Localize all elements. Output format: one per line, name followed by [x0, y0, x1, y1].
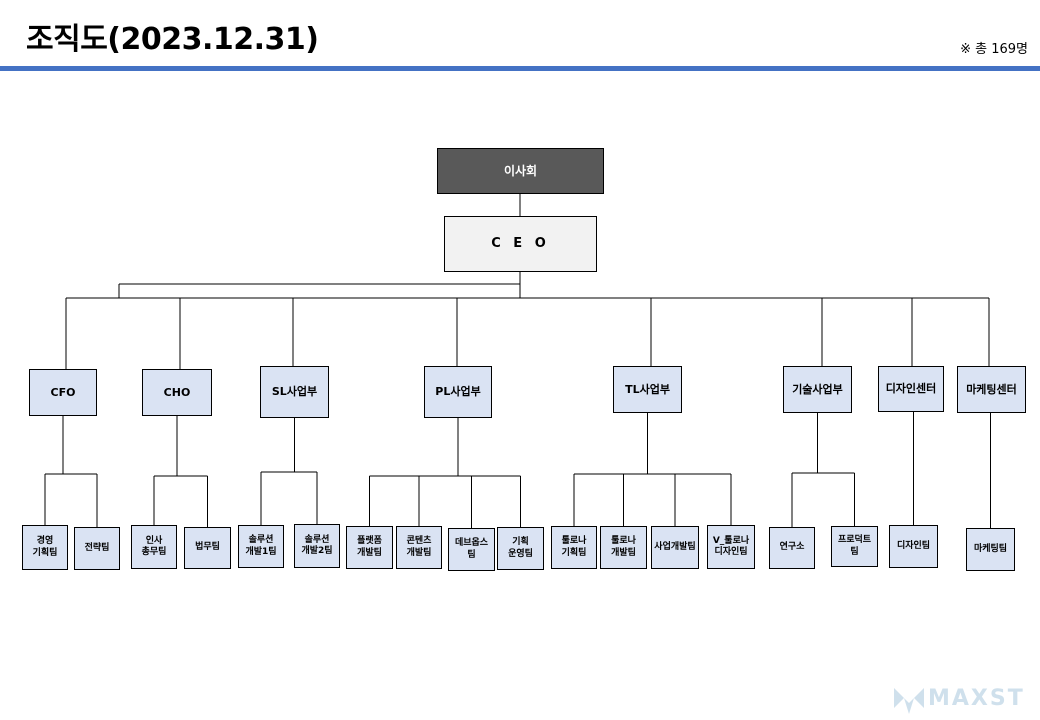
- logo-text: MAXST: [928, 686, 1025, 711]
- team-box: 기획 운영팀: [497, 527, 544, 570]
- division-box: SL사업부: [260, 366, 329, 418]
- ceo-box: C E O: [444, 216, 597, 272]
- maxst-logo-icon: [894, 688, 924, 714]
- team-box: 솔루션 개발1팀: [238, 525, 284, 568]
- header-rule: [0, 66, 1040, 71]
- division-box: 기술사업부: [783, 366, 852, 413]
- team-box: 마케팅팀: [966, 528, 1015, 571]
- division-box: PL사업부: [424, 366, 492, 418]
- team-box: 경영 기획팀: [22, 525, 68, 570]
- team-box: 법무팀: [184, 527, 231, 569]
- team-box: 사업개발팀: [651, 526, 699, 569]
- headcount-note: ※ 총 169명: [960, 42, 1028, 57]
- team-box: 툴로나 개발팀: [600, 526, 647, 569]
- board-box: 이사회: [437, 148, 604, 194]
- team-box: 연구소: [769, 527, 815, 569]
- team-box: 솔루션 개발2팀: [294, 524, 340, 568]
- team-box: 프로덕트 팀: [831, 526, 878, 567]
- team-box: V_툴로나 디자인팀: [707, 525, 755, 569]
- team-box: 전략팀: [74, 527, 120, 570]
- division-box: 디자인센터: [878, 366, 944, 412]
- team-box: 데브옵스 팀: [448, 528, 495, 571]
- team-box: 플랫폼 개발팀: [346, 526, 393, 569]
- team-box: 인사 총무팀: [131, 525, 177, 569]
- page-title: 조직도(2023.12.31): [26, 22, 319, 57]
- division-box: CFO: [29, 369, 97, 416]
- team-box: 툴로나 기획팀: [551, 526, 597, 569]
- team-box: 디자인팀: [889, 525, 938, 568]
- team-box: 콘텐츠 개발팀: [396, 526, 442, 569]
- division-box: TL사업부: [613, 366, 682, 413]
- division-box: 마케팅센터: [957, 366, 1026, 413]
- maxst-logo: MAXST: [892, 684, 1025, 718]
- division-box: CHO: [142, 369, 212, 416]
